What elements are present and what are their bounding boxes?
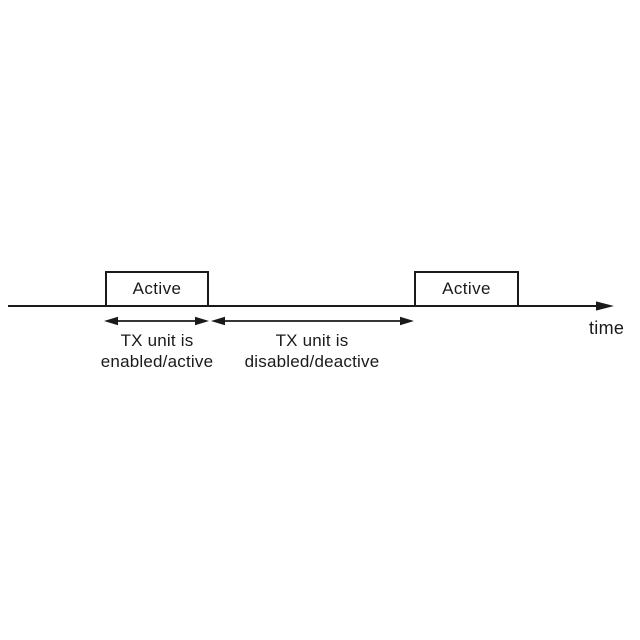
disabled-range-arrowhead-right-icon xyxy=(400,316,414,326)
time-axis-label: time xyxy=(589,318,625,338)
enabled-annotation-line1: TX unit is xyxy=(120,331,194,350)
active-pulse-label: Active xyxy=(442,279,491,298)
disabled-annotation: TX unit is disabled/deactive xyxy=(227,330,397,372)
disabled-range-arrowhead-left-icon xyxy=(211,316,225,326)
time-axis xyxy=(8,301,614,311)
enabled-range-arrow xyxy=(104,316,209,326)
enabled-annotation: TX unit is enabled/active xyxy=(77,330,237,372)
disabled-annotation-line2: disabled/deactive xyxy=(244,352,380,371)
disabled-annotation-line1: TX unit is xyxy=(275,331,349,350)
time-axis-arrowhead-icon xyxy=(596,301,614,311)
enabled-range-arrowhead-left-icon xyxy=(104,316,118,326)
active-pulse-label: Active xyxy=(132,279,182,298)
active-pulse-box-1: Active xyxy=(105,271,209,307)
disabled-range-arrow xyxy=(211,316,414,326)
enabled-range-arrowhead-right-icon xyxy=(195,316,209,326)
active-pulse-box-2: Active xyxy=(414,271,519,307)
enabled-annotation-line2: enabled/active xyxy=(100,352,214,371)
